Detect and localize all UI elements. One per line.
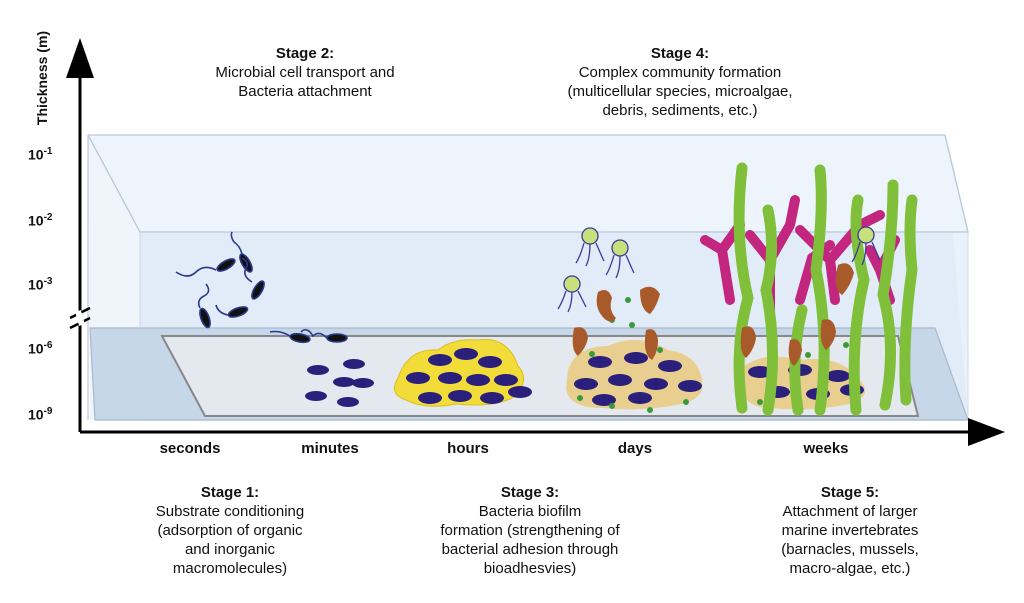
diatoms [557,227,635,313]
macro-algae [700,162,918,416]
y-tick-1: 10-1 [28,146,53,163]
x-axis [80,418,1005,446]
y-tick-3: 10-3 [28,276,53,293]
x-tick-minutes: minutes [301,440,359,457]
swimming-bacteria [175,231,348,344]
x-tick-seconds: seconds [159,440,221,457]
x-tick-hours: hours [447,440,489,457]
complex-community [557,227,703,413]
y-tick-2: 10-2 [28,212,53,229]
stage-1-label: Stage 1: Substrate conditioning(adsorpti… [155,484,305,577]
y-tick-6: 10-6 [28,340,53,357]
y-tick-9: 10-9 [28,406,53,423]
y-axis [66,38,94,432]
stage-4-label: Stage 4: Complex community formation(mul… [567,45,793,119]
attached-bacteria [305,359,374,407]
x-tick-days: days [617,440,653,457]
yellow-biofilm [393,339,532,407]
y-axis-title: Thickness (m) [34,30,50,126]
x-tick-weeks: weeks [803,440,849,457]
